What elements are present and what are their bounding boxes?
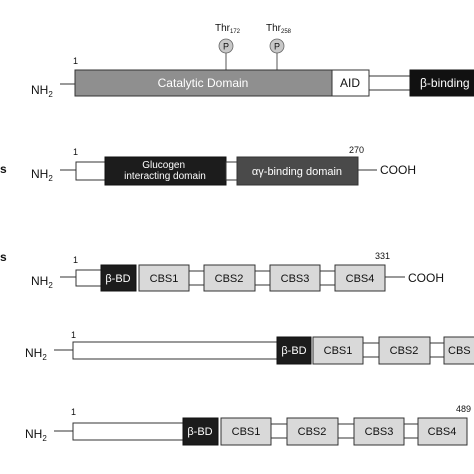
row-5-nh: NH	[25, 427, 42, 441]
row-1-aid-label: AID	[340, 76, 360, 90]
row-4-nh-sub: 2	[42, 353, 47, 362]
row-4-cbs2-label: CBS2	[390, 345, 419, 357]
row-3-nh: NH	[31, 274, 48, 288]
row-5-cbs1-label: CBS1	[232, 426, 261, 438]
row-4-cbs3-label: CBS	[448, 345, 471, 357]
phospho-2-label: Thr258	[266, 23, 292, 35]
row-5-cbs3-domain	[353, 417, 405, 446]
row-4-n-terminal	[72, 341, 278, 360]
row-4-cbs2-domain	[378, 336, 431, 365]
row-3-end-position: 331	[375, 251, 390, 261]
row-1-linker	[368, 75, 411, 91]
row-3-side-fragment: s	[0, 250, 7, 264]
row-4-beta-bd-label: β-BD	[281, 345, 306, 357]
row-1-beta-binding-domain	[409, 69, 474, 97]
row-3-cbs4-label: CBS4	[346, 273, 375, 285]
row-4-nh2-label: NH2	[25, 346, 47, 362]
row-5-linker-3	[403, 423, 419, 439]
row-2-ag-binding-label: αγ-binding domain	[252, 166, 342, 178]
row-5-linker-1	[270, 423, 288, 439]
row-3-cbs3-label: CBS3	[281, 273, 310, 285]
phospho-1-label: Thr172	[215, 23, 241, 35]
row-2: s 1 270 NH2 Glucogen interacting domain …	[0, 145, 416, 186]
phospho-2-symbol: P	[274, 42, 280, 52]
row-1: Thr172 P Thr258 P 1 NH2 Catalytic Domain…	[31, 23, 474, 99]
row-5-cbs2-label: CBS2	[298, 426, 327, 438]
phospho-1-symbol: P	[223, 42, 229, 52]
row-2-cooh-label: COOH	[380, 163, 416, 177]
row-1-start-position: 1	[73, 56, 78, 66]
row-4-linker-1	[362, 342, 380, 358]
phospho-1-thr: Thr	[215, 23, 231, 34]
row-3-cbs2-domain	[203, 264, 256, 292]
row-2-nh2-label: NH2	[31, 167, 53, 183]
row-2-start-position: 1	[73, 147, 78, 157]
row-3-cbs2-label: CBS2	[215, 273, 244, 285]
row-3: s 1 331 NH2 β-BD CBS1 CBS2 CBS3 CBS4 COO…	[0, 250, 444, 292]
row-1-nh: NH	[31, 83, 48, 97]
row-2-nh: NH	[31, 167, 48, 181]
row-5-beta-bd-label: β-BD	[187, 426, 212, 438]
row-5-n-terminal	[72, 422, 184, 441]
row-4: 1 NH2 β-BD CBS1 CBS2 CBS	[25, 330, 474, 365]
row-1-nh2-label: NH2	[31, 83, 53, 99]
row-5-nh2-label: NH2	[25, 427, 47, 443]
row-5-cbs2-domain	[286, 417, 339, 446]
row-1-nh-sub: 2	[48, 90, 53, 99]
phospho-2-sub: 258	[281, 29, 292, 35]
row-3-cbs4-domain	[334, 264, 386, 292]
row-4-start-position: 1	[71, 330, 76, 340]
row-4-cbs1-label: CBS1	[324, 345, 353, 357]
row-2-nh-sub: 2	[48, 174, 53, 183]
row-4-linker-2	[429, 342, 445, 358]
row-1-aid-domain	[331, 69, 370, 97]
phospho-1-sub: 172	[230, 29, 241, 35]
row-4-beta-bd-domain	[276, 336, 312, 365]
row-3-n-terminal	[75, 269, 102, 287]
row-2-ag-binding-domain	[236, 156, 359, 186]
row-2-glycogen-line2: interacting domain	[124, 171, 206, 182]
row-5: 1 489 NH2 β-BD CBS1 CBS2 CBS3 CBS4	[25, 404, 471, 446]
row-5-nh-sub: 2	[42, 434, 47, 443]
row-3-linker-1	[188, 270, 205, 286]
row-2-side-fragment: s	[0, 162, 7, 176]
row-5-cbs4-label: CBS4	[428, 426, 457, 438]
row-3-beta-bd-label: β-BD	[105, 273, 130, 285]
phospho-2-thr: Thr	[266, 23, 282, 34]
row-4-cbs1-domain	[312, 336, 364, 365]
row-4-nh: NH	[25, 346, 42, 360]
row-5-end-position: 489	[456, 404, 471, 414]
row-5-beta-bd-domain	[182, 417, 219, 446]
row-5-start-position: 1	[71, 407, 76, 417]
row-2-glycogen-line1: Glucogen	[142, 160, 185, 171]
row-3-linker-3	[319, 270, 336, 286]
row-2-glycogen-label: Glucogen interacting domain	[124, 160, 206, 182]
row-3-beta-bd-domain	[100, 264, 137, 292]
row-2-end-position: 270	[349, 145, 364, 155]
row-5-cbs4-domain	[417, 417, 468, 446]
row-1-catalytic-label: Catalytic Domain	[158, 76, 249, 90]
row-4-cbs3-domain	[443, 336, 474, 365]
row-3-cbs1-domain	[138, 264, 190, 292]
row-3-cooh-label: COOH	[408, 271, 444, 285]
row-3-linker-2	[254, 270, 271, 286]
row-3-cbs1-label: CBS1	[150, 273, 179, 285]
row-3-start-position: 1	[73, 255, 78, 265]
row-2-n-terminal	[75, 161, 106, 181]
row-1-beta-binding-label: β-binding	[420, 76, 470, 90]
row-5-cbs3-label: CBS3	[365, 426, 394, 438]
row-3-nh-sub: 2	[48, 281, 53, 290]
row-5-linker-2	[337, 423, 355, 439]
row-3-nh2-label: NH2	[31, 274, 53, 290]
row-2-glycogen-domain	[104, 156, 227, 186]
row-2-linker	[225, 161, 238, 181]
